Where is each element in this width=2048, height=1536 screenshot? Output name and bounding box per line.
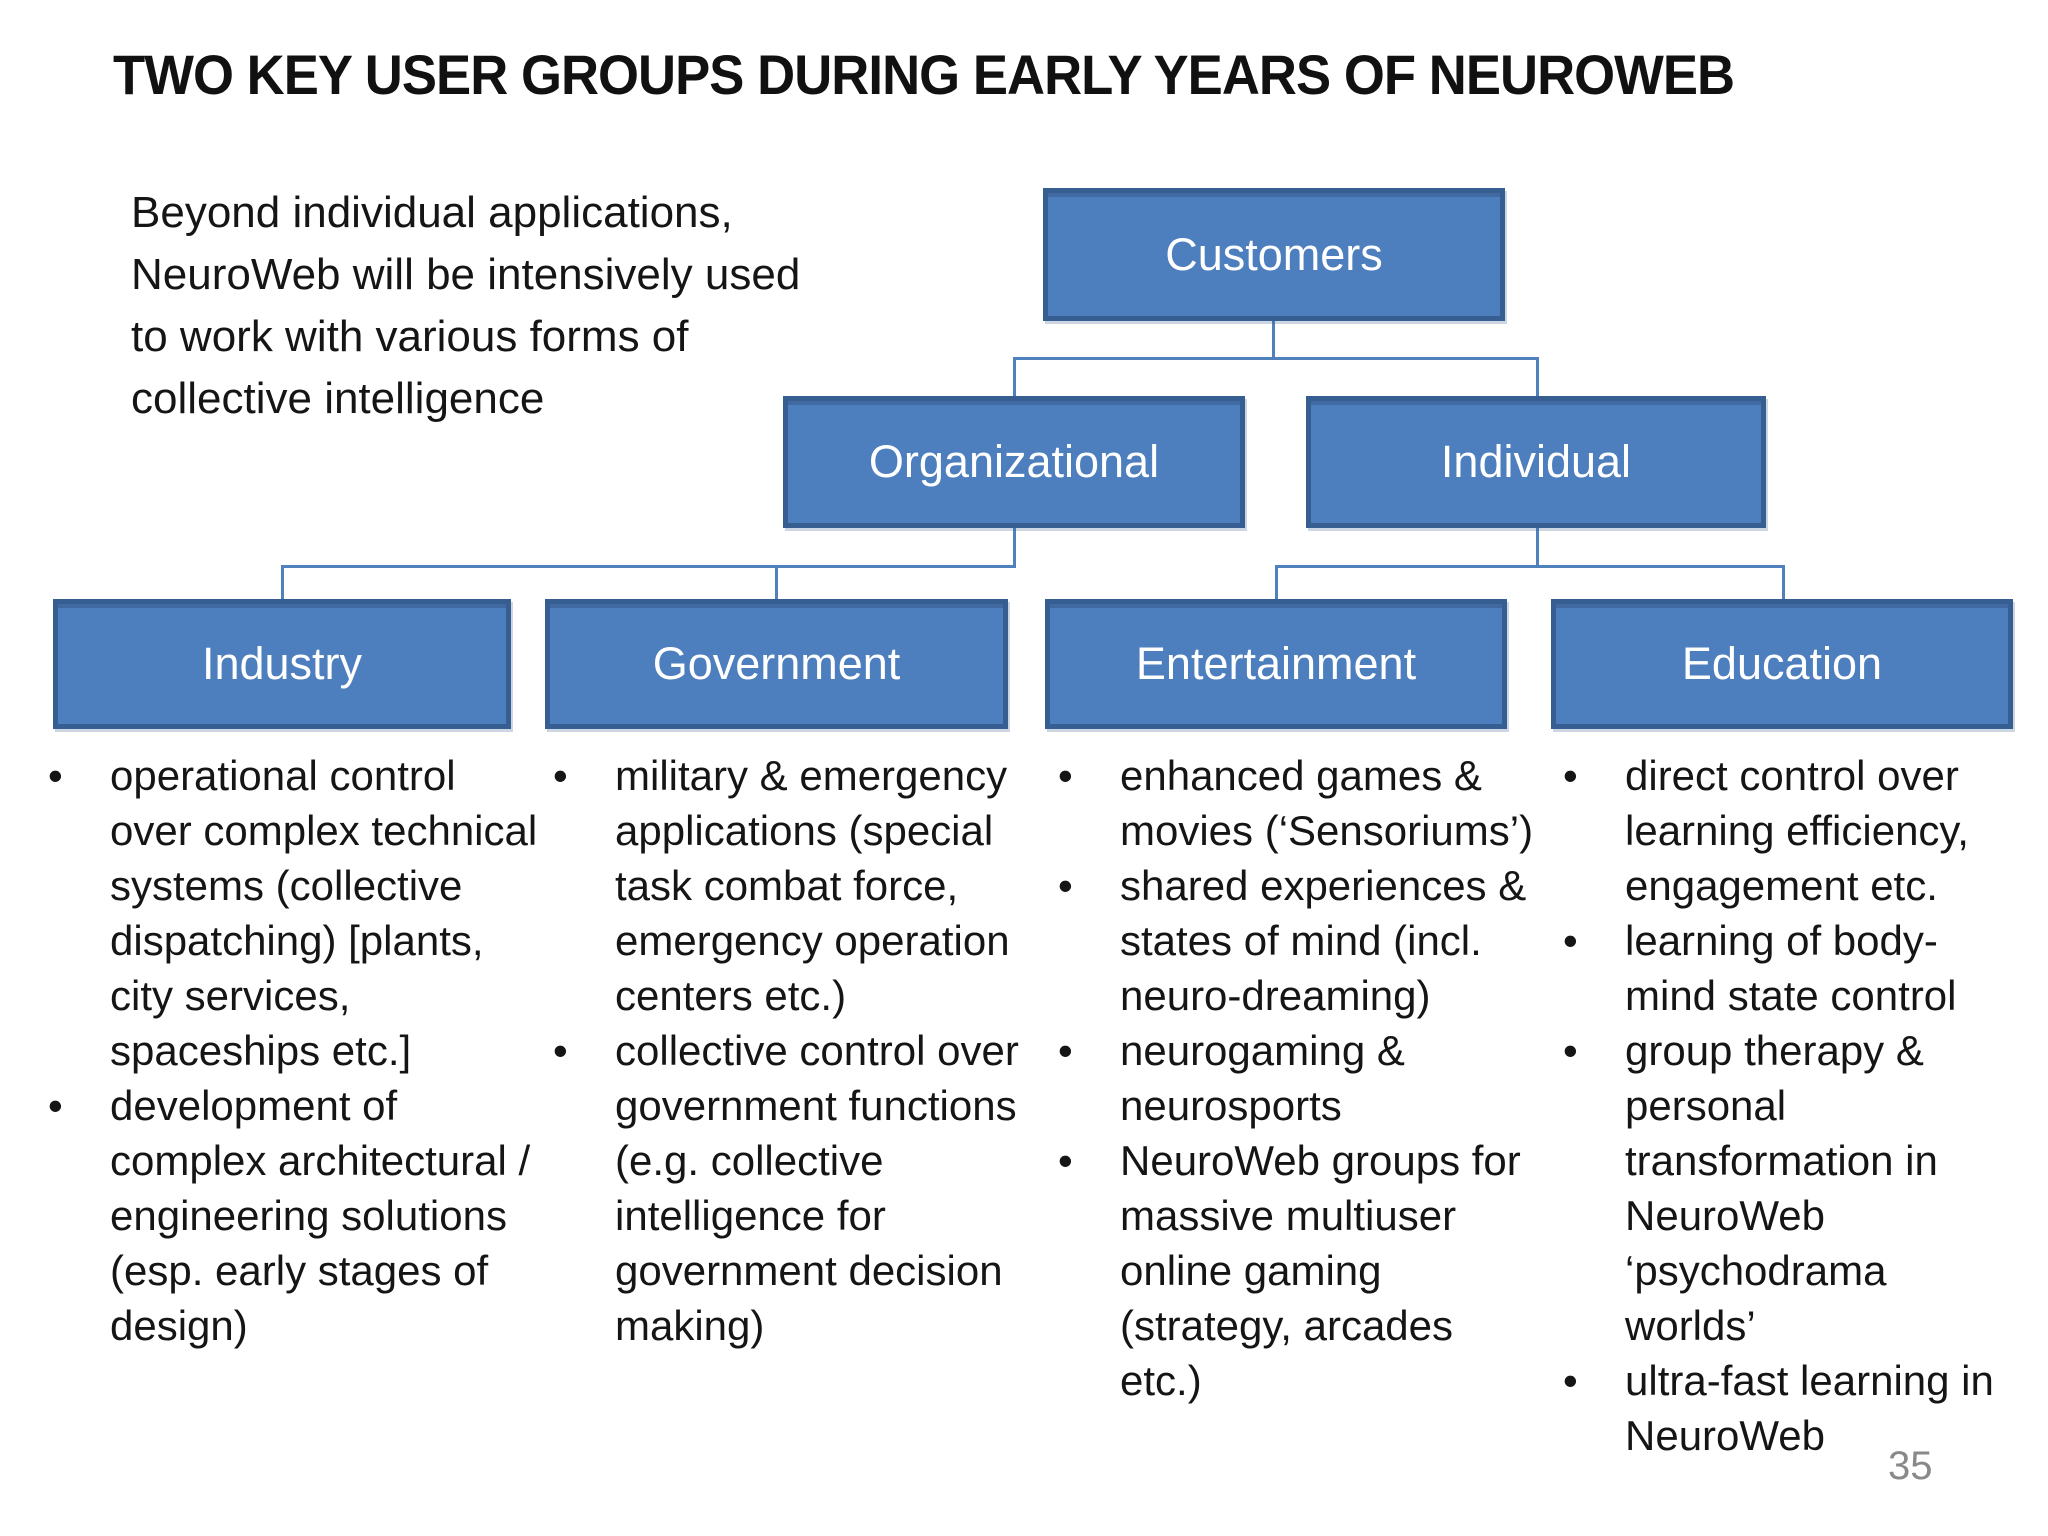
box-label-government: Government xyxy=(652,638,901,689)
connector-individual-top xyxy=(1536,357,1539,399)
page-number: 35 xyxy=(1888,1444,1933,1488)
org-box-organizational: Organizational xyxy=(783,396,1245,528)
connector-individual-stem xyxy=(1536,526,1539,567)
connector-organizational-top xyxy=(1013,357,1016,399)
bullet-list-entertainment: enhanced games & movies (‘Sensoriums’) s… xyxy=(1050,748,1545,1408)
box-label-entertainment: Entertainment xyxy=(1135,638,1417,689)
slide-title: TWO KEY USER GROUPS DURING EARLY YEARS O… xyxy=(113,43,1735,106)
org-box-government: Government xyxy=(545,599,1008,729)
bullet-item: development of complex architectural / e… xyxy=(40,1078,545,1353)
bullet-item: group therapy & personal transformation … xyxy=(1555,1023,2025,1353)
box-label-industry: Industry xyxy=(201,638,363,689)
bullet-item: military & emergency applications (speci… xyxy=(545,748,1050,1023)
bullet-item: neurogaming & neurosports xyxy=(1050,1023,1545,1133)
box-label-individual: Individual xyxy=(1440,436,1632,487)
bullet-item: enhanced games & movies (‘Sensoriums’) xyxy=(1050,748,1545,858)
connector-individual-horizontal xyxy=(1275,565,1785,568)
org-box-individual: Individual xyxy=(1306,396,1766,528)
box-label-organizational: Organizational xyxy=(868,436,1160,487)
connector-root-stem xyxy=(1272,321,1275,359)
bullet-item: operational control over complex technic… xyxy=(40,748,545,1078)
connector-entertainment-top xyxy=(1275,565,1278,602)
bullet-item: direct control over learning efficiency,… xyxy=(1555,748,2025,913)
connector-organizational-horizontal xyxy=(281,565,1016,568)
bullet-list-education: direct control over learning efficiency,… xyxy=(1555,748,2025,1463)
org-box-education: Education xyxy=(1551,599,2013,729)
bullet-item: shared experiences & states of mind (inc… xyxy=(1050,858,1545,1023)
bullet-item: collective control over government funct… xyxy=(545,1023,1050,1353)
connector-industry-top xyxy=(281,565,284,602)
connector-education-top xyxy=(1782,565,1785,602)
box-label-customers: Customers xyxy=(1165,228,1383,280)
connector-level1-horizontal xyxy=(1013,357,1539,360)
intro-text: Beyond individual applications, NeuroWeb… xyxy=(131,188,801,423)
box-label-education: Education xyxy=(1681,638,1883,689)
org-box-customers: Customers xyxy=(1043,188,1505,321)
org-box-entertainment: Entertainment xyxy=(1045,599,1507,729)
bullet-item: NeuroWeb groups for massive multiuser on… xyxy=(1050,1133,1545,1408)
bullet-item: learning of body-mind state control xyxy=(1555,913,2025,1023)
org-box-industry: Industry xyxy=(53,599,511,729)
connector-government-top xyxy=(775,565,778,602)
bullet-list-industry: operational control over complex technic… xyxy=(40,748,545,1353)
bullet-item: ultra-fast learning in NeuroWeb xyxy=(1555,1353,2025,1463)
bullet-list-government: military & emergency applications (speci… xyxy=(545,748,1050,1353)
connector-organizational-stem xyxy=(1013,526,1016,567)
